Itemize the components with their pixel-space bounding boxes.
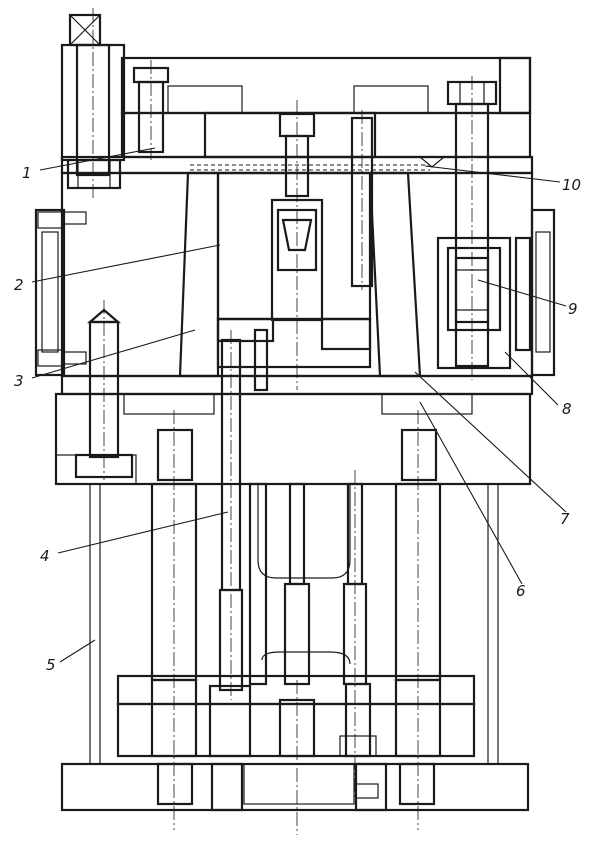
support-strip — [60, 374, 534, 396]
ejector-system — [89, 328, 499, 830]
side-link-left — [34, 208, 87, 377]
upper-mold-plate — [120, 111, 532, 159]
guide-bushing-right — [436, 236, 532, 370]
callout-1: 1 — [22, 164, 32, 182]
callout-3: 3 — [14, 372, 24, 390]
guide-post-top-right — [446, 76, 498, 380]
callout-5: 5 — [46, 656, 56, 674]
ejector-retainer-plate — [116, 674, 476, 758]
screw-top-plate-left — [132, 60, 170, 160]
callout-9: 9 — [568, 300, 578, 318]
callout-7: 7 — [560, 510, 570, 528]
bolt-lower-left — [74, 300, 134, 480]
callout-2: 2 — [14, 276, 24, 294]
clamp-bolt-top-left — [60, 8, 126, 200]
callout-8: 8 — [562, 400, 572, 418]
callout-labels: 1 2 3 4 5 6 7 8 9 10 — [14, 164, 581, 674]
leader-lines — [31, 147, 567, 663]
callout-6: 6 — [516, 582, 526, 600]
side-link-right — [530, 208, 556, 377]
central-bushing — [278, 100, 316, 390]
callout-10: 10 — [562, 176, 581, 194]
bottom-clamp-plate — [60, 680, 530, 835]
callout-4: 4 — [40, 547, 50, 565]
